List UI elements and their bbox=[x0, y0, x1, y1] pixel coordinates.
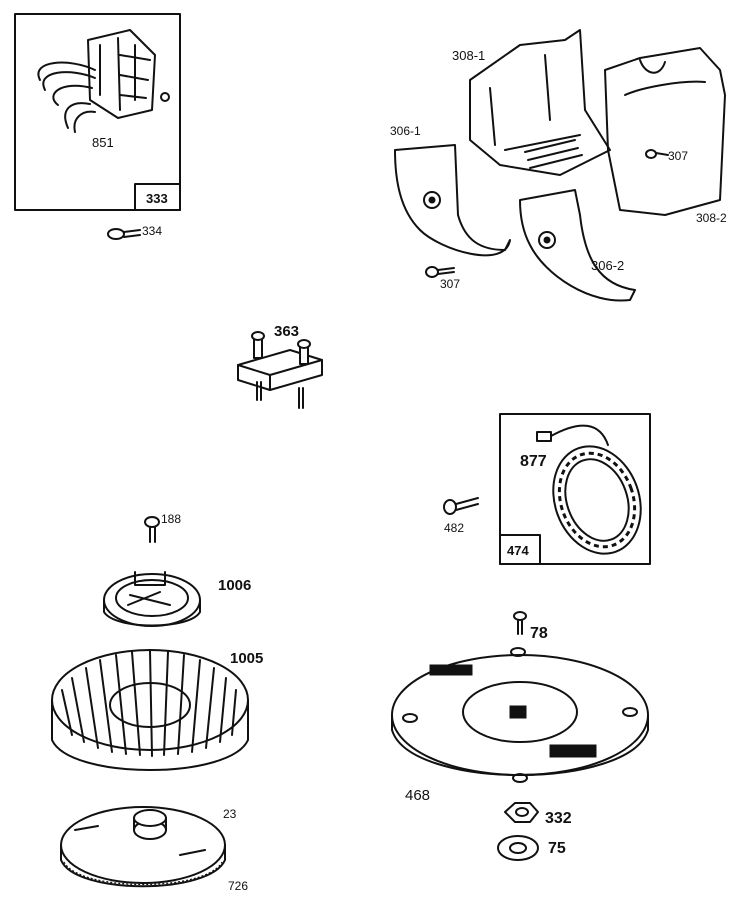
shield-306-1: 306-1 bbox=[390, 124, 511, 257]
screw-188: 188 bbox=[144, 512, 181, 543]
shield-306-2: 306-2 bbox=[519, 189, 636, 302]
part-label-75: 75 bbox=[548, 840, 566, 857]
flywheel-23: 23 726 bbox=[60, 806, 248, 893]
part-label-334: 334 bbox=[142, 224, 162, 238]
part-label-308-2: 308-2 bbox=[696, 211, 727, 225]
label-box-333 bbox=[134, 183, 181, 211]
screw-482: 482 bbox=[443, 497, 479, 535]
armature-part-illustration bbox=[37, 29, 170, 133]
part-label-23: 23 bbox=[223, 807, 237, 821]
part-label-877: 877 bbox=[520, 453, 547, 470]
detail-box-333-frame bbox=[14, 13, 181, 211]
part-label-482: 482 bbox=[444, 521, 464, 535]
alternator-detail-box: 877 474 bbox=[499, 413, 651, 565]
shield-308-2: 308-2 bbox=[604, 47, 727, 225]
part-label-78: 78 bbox=[530, 625, 548, 642]
part-label-474: 474 bbox=[507, 543, 529, 558]
alternator-stator-illustration bbox=[536, 424, 642, 555]
part-label-306-2: 306-2 bbox=[591, 258, 624, 273]
screw-307-lower: 307 bbox=[425, 266, 460, 291]
part-label-188: 188 bbox=[161, 512, 181, 526]
fan-1005: 1005 bbox=[51, 649, 263, 771]
screw-78: 78 bbox=[513, 611, 548, 642]
part-label-726: 726 bbox=[228, 879, 248, 893]
detail-box-474-frame bbox=[499, 413, 651, 565]
screw-334: 334 bbox=[107, 224, 162, 240]
spacer-363: 363 bbox=[237, 323, 323, 409]
shield-308-1: 308-1 bbox=[452, 29, 611, 176]
base-plate-468: 468 bbox=[391, 647, 649, 804]
label-box-474 bbox=[499, 534, 541, 565]
part-label-307-upper: 307 bbox=[668, 149, 688, 163]
part-label-332: 332 bbox=[545, 810, 572, 827]
screw-307-upper: 307 bbox=[645, 149, 688, 163]
part-label-468: 468 bbox=[405, 787, 430, 804]
washer-75: 75 bbox=[497, 835, 566, 861]
part-label-306-1: 306-1 bbox=[390, 124, 421, 138]
part-label-1006: 1006 bbox=[218, 577, 251, 594]
part-label-307-lower: 307 bbox=[440, 277, 460, 291]
part-label-308-1: 308-1 bbox=[452, 48, 485, 63]
part-label-1005: 1005 bbox=[230, 650, 263, 667]
rotating-screen-1006: 1006 bbox=[103, 571, 251, 627]
part-label-333: 333 bbox=[146, 191, 168, 206]
part-label-851: 851 bbox=[92, 135, 114, 150]
armature-detail-box: 851 333 bbox=[14, 13, 181, 211]
part-label-363: 363 bbox=[274, 323, 299, 340]
nut-332: 332 bbox=[504, 802, 572, 827]
